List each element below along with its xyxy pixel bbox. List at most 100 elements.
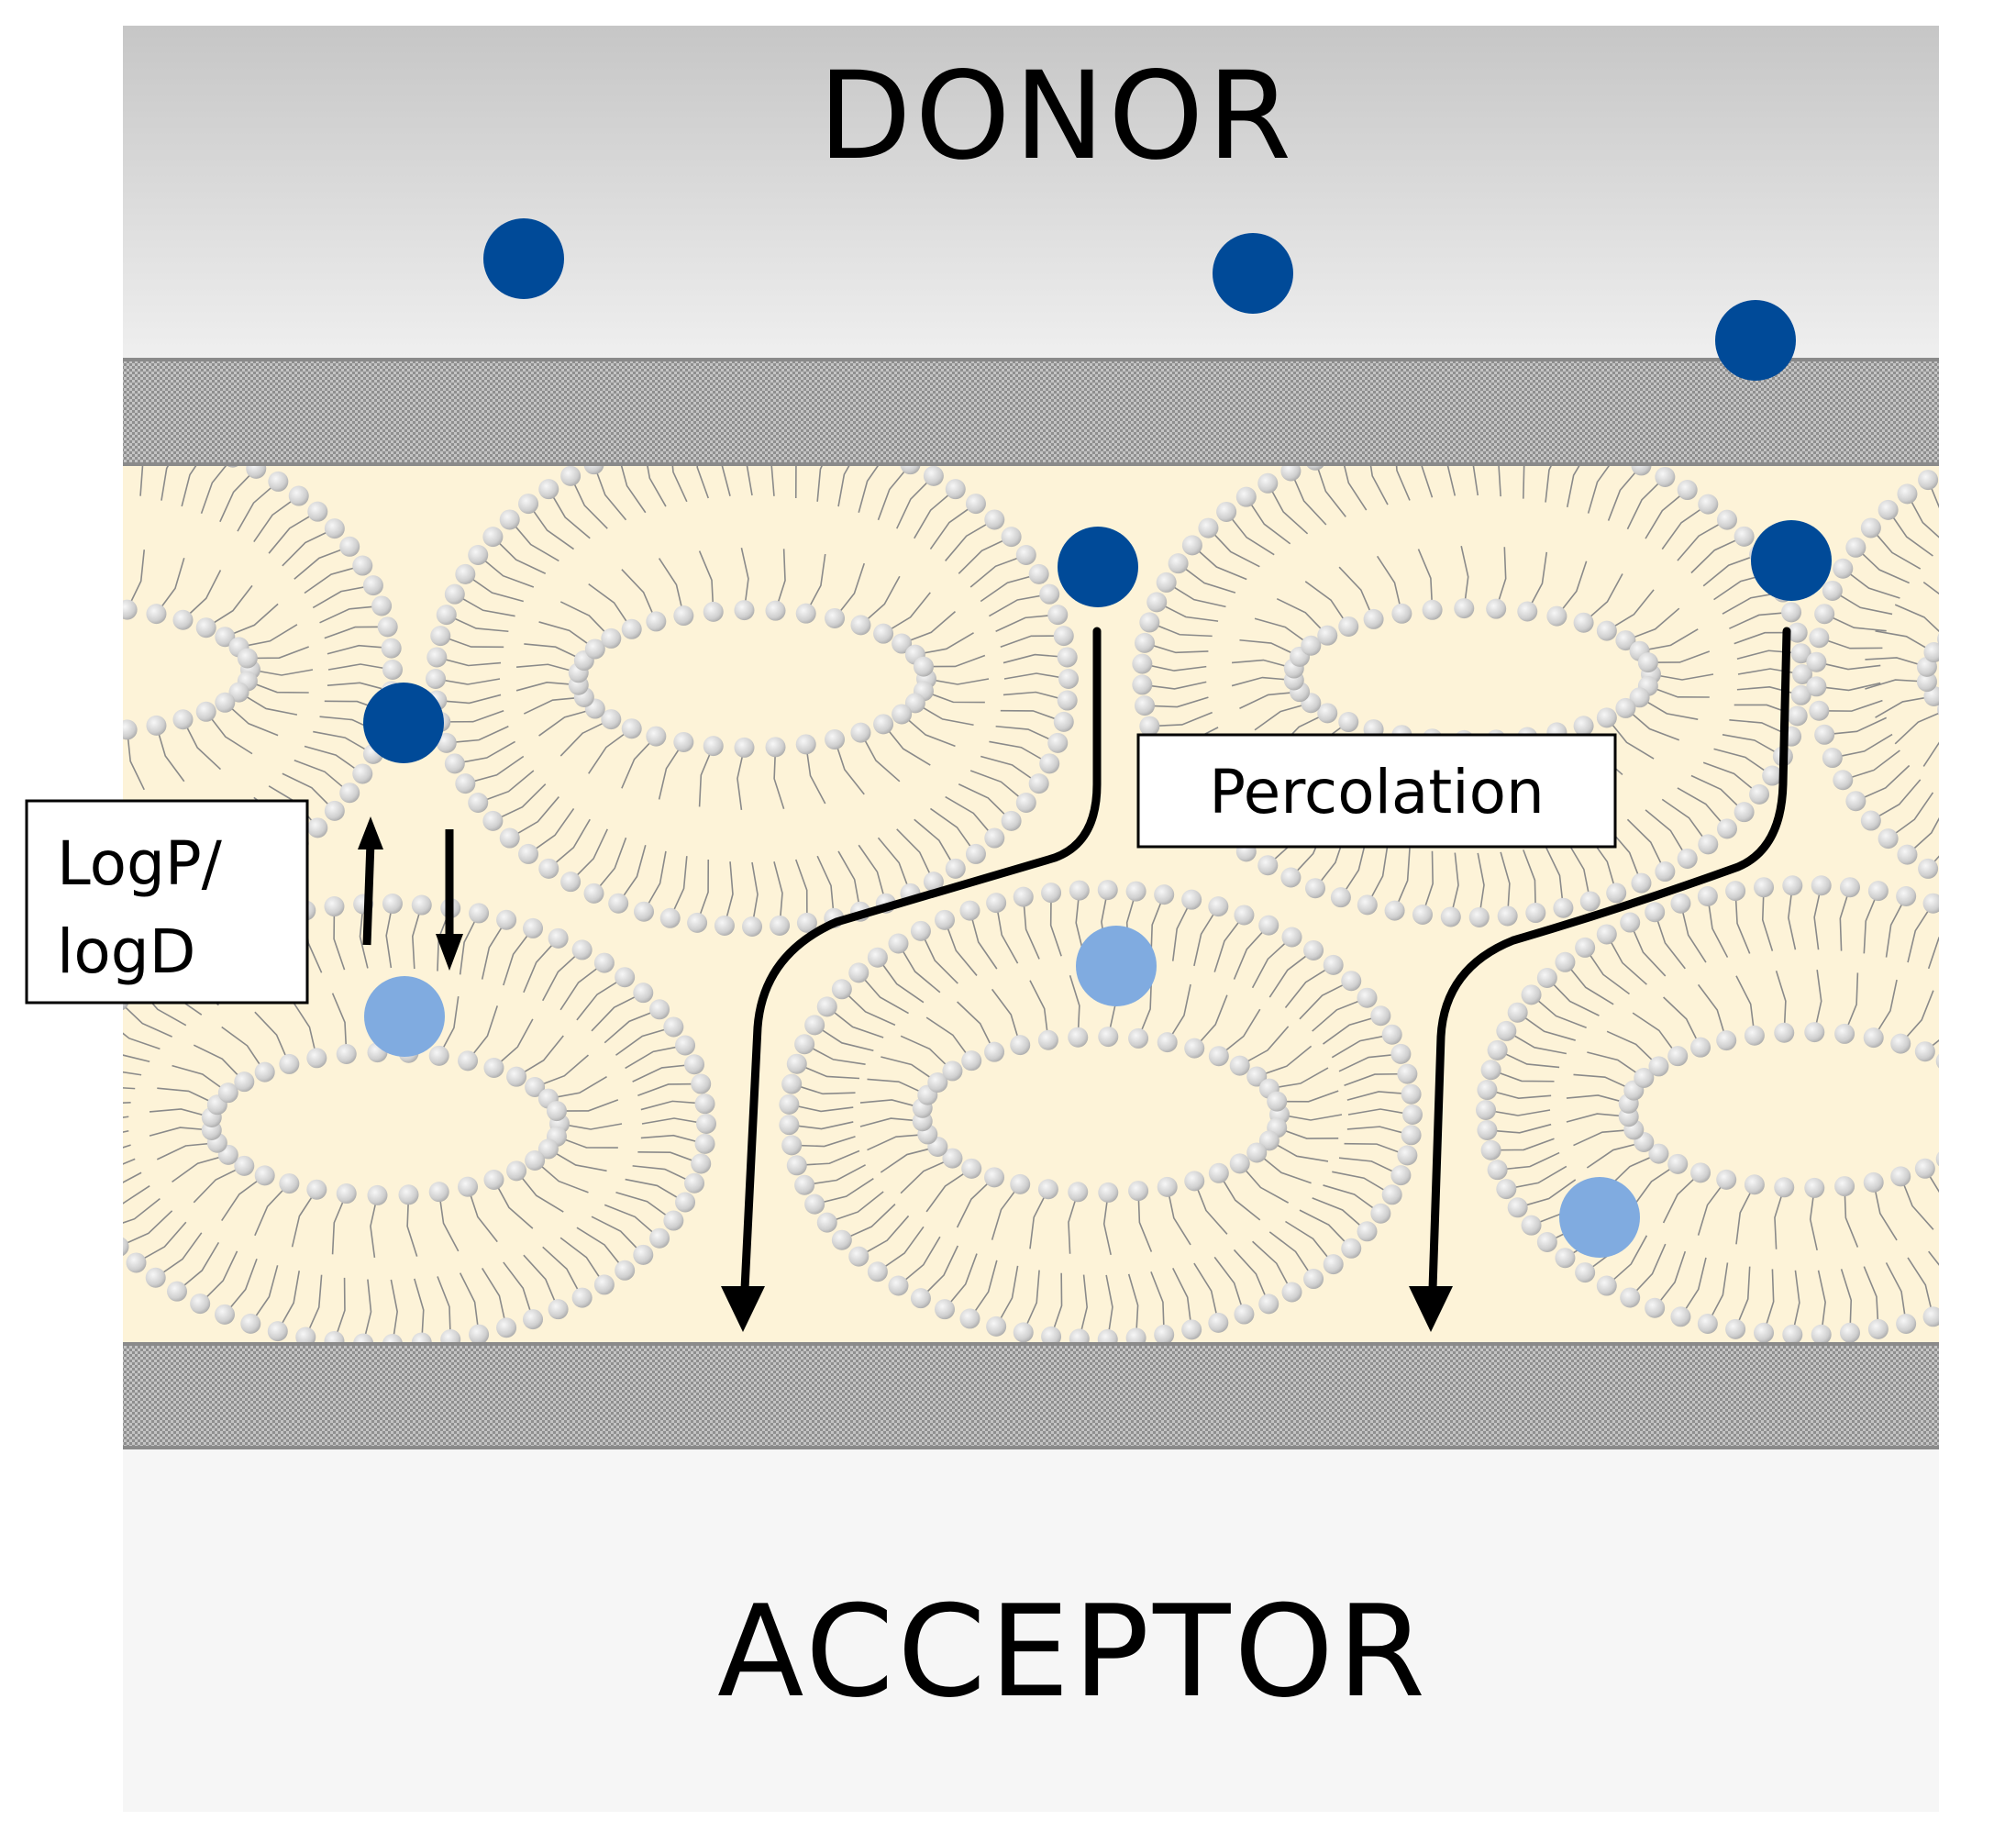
lipid-tail — [1290, 471, 1327, 526]
lipid-tail — [1497, 1049, 1560, 1069]
lipid-tail — [534, 1054, 590, 1088]
lipid-tail — [304, 564, 363, 594]
lipid-headgroup — [1258, 1293, 1279, 1315]
lipid-tail — [1788, 885, 1797, 950]
lipid-tail — [155, 1232, 203, 1279]
lipid-tail — [0, 558, 6, 614]
lipid-tail — [556, 1136, 618, 1149]
lipid-tail — [123, 1004, 172, 1038]
lipid-headgroup — [1047, 605, 1069, 626]
lipid-tail — [1819, 699, 1883, 712]
lipid-headgroup — [794, 1034, 815, 1055]
lipid-tail — [1193, 1262, 1220, 1324]
lipid-headgroup — [1935, 1151, 1939, 1167]
lipid-tail — [126, 550, 146, 610]
percolation-pathway-arrows — [721, 627, 1791, 1332]
lipid-tail — [1645, 489, 1689, 539]
lipid-tail — [1817, 1270, 1826, 1335]
lipid-headgroup — [691, 1073, 712, 1094]
lipid-headgroup — [339, 783, 360, 804]
lipid-tail — [1736, 685, 1801, 696]
lipid-headgroup — [663, 1210, 684, 1231]
lipid-tail — [467, 1005, 499, 1061]
lipid-tail — [841, 1204, 896, 1241]
lipid-tail — [446, 614, 509, 633]
lipid-headgroup — [307, 817, 328, 838]
lipid-tail — [1487, 1089, 1552, 1099]
lipid-headgroup — [984, 1041, 1005, 1062]
lipid-headgroup — [1918, 470, 1939, 491]
lipid-tail — [123, 1116, 129, 1118]
lipid-headgroup — [965, 843, 986, 864]
lipid-tail — [324, 626, 388, 639]
lipid-headgroup — [593, 952, 615, 973]
lipid-tail — [796, 1062, 860, 1080]
lipid-tail — [1606, 716, 1655, 760]
lipid-tail — [925, 1016, 972, 1061]
lipid-headgroup — [1306, 466, 1324, 471]
lipid-headgroup — [1246, 1066, 1268, 1087]
lipid-tail — [123, 1087, 136, 1090]
lipid-headgroup — [984, 509, 1005, 530]
lipid-tail — [914, 488, 957, 539]
lipid-tail — [1900, 990, 1934, 1045]
lipid-tail — [1029, 1188, 1049, 1249]
lipid-tail — [1654, 911, 1686, 970]
lipid-tail — [224, 702, 279, 737]
lipid-headgroup — [411, 894, 432, 916]
lipid-headgroup — [455, 563, 476, 584]
lipid-tail — [1156, 601, 1219, 622]
lipid-tail — [1928, 1250, 1939, 1266]
lipid-headgroup — [621, 718, 642, 739]
lipid-tail — [1927, 479, 1939, 509]
lipid-tail — [1323, 1015, 1381, 1045]
lipid-headgroup — [57, 1083, 77, 1104]
lipid-tail — [464, 573, 524, 603]
lipid-tail — [149, 1108, 212, 1118]
lipid-tail — [515, 681, 579, 692]
lipid-tail — [556, 1099, 619, 1112]
lipid-headgroup — [268, 471, 289, 492]
lipid-tail — [858, 971, 909, 1015]
lipid-tail — [834, 738, 865, 795]
lipid-tail — [789, 1121, 854, 1130]
lipid-headgroup — [615, 967, 636, 988]
lipid-headgroup — [1154, 1324, 1175, 1342]
lipid-headgroup — [571, 939, 593, 960]
lipid-tail — [126, 729, 145, 791]
lipid-headgroup — [1128, 1181, 1149, 1202]
lipid-tail — [238, 691, 298, 716]
lipid-tail — [1735, 1183, 1756, 1245]
lipid-tail — [1587, 1051, 1645, 1079]
lipid-tail — [238, 624, 298, 649]
lipid-tail — [1774, 1187, 1785, 1249]
lipid-headgroup — [2012, 892, 2016, 912]
lipid-tail — [859, 575, 901, 626]
lipid-headgroup — [295, 1327, 316, 1342]
lipid-headgroup — [1698, 834, 1719, 855]
lipid-headgroup — [455, 773, 476, 794]
lipid-tail — [1166, 582, 1226, 608]
lipid-headgroup — [398, 1184, 419, 1205]
lipid-headgroup — [1579, 891, 1601, 912]
lipid-headgroup — [123, 599, 138, 620]
lipid-tail — [182, 718, 222, 771]
arrow-up-icon — [358, 816, 383, 946]
lipid-headgroup — [696, 1114, 716, 1134]
lipid-tail — [123, 1185, 150, 1205]
lipid-tail — [1487, 1123, 1552, 1134]
lipid-headgroup — [57, 1144, 77, 1164]
lipid-headgroup — [1814, 724, 1835, 745]
lipid-headgroup — [927, 1071, 948, 1093]
lipid-headgroup — [770, 915, 791, 936]
lipid-headgroup — [411, 1332, 432, 1342]
lipid-tail — [1697, 983, 1727, 1041]
lipid-headgroup — [237, 648, 258, 669]
lipid-tail — [481, 919, 507, 980]
lipid-tail — [94, 427, 101, 492]
lipid-headgroup — [1010, 1035, 1031, 1056]
lipid-tail — [205, 584, 253, 628]
lipid-tail — [980, 573, 1039, 603]
lipid-tail — [1178, 562, 1236, 594]
lipid-headgroup — [1454, 598, 1475, 619]
